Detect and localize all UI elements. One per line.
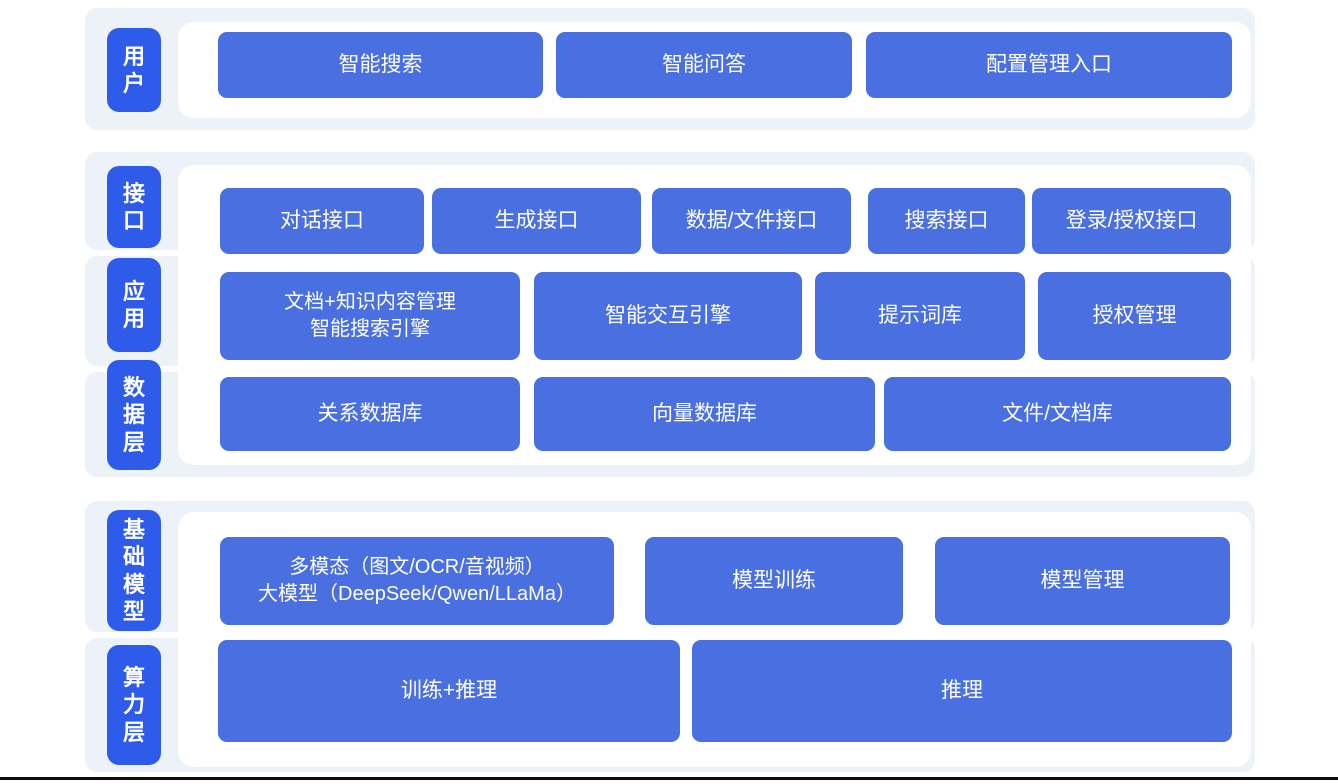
node-relational-db: 关系数据库 <box>220 377 520 451</box>
node-doc-knowledge-mgmt-line1: 文档+知识内容管理 <box>284 291 456 313</box>
node-doc-knowledge-mgmt-line2: 智能搜索引擎 <box>310 318 430 340</box>
layer-tab-user: 用户 <box>107 28 161 112</box>
node-search-api: 搜索接口 <box>868 188 1025 254</box>
layer-tab-user-label: 用户 <box>122 43 145 97</box>
node-dialog-api-label: 对话接口 <box>280 208 364 232</box>
layer-tab-interface: 接口 <box>107 166 161 248</box>
node-data-file-api: 数据/文件接口 <box>652 188 851 254</box>
node-prompt-library-label: 提示词库 <box>878 303 962 327</box>
node-model-mgmt-label: 模型管理 <box>1040 568 1125 592</box>
node-prompt-library: 提示词库 <box>815 272 1025 360</box>
node-inference-label: 推理 <box>941 678 983 702</box>
node-training-inference: 训练+推理 <box>218 640 680 742</box>
node-inference: 推理 <box>692 640 1232 742</box>
node-multimodal-llm: 多模态（图文/OCR/音视频） 大模型（DeepSeek/Qwen/LLaMa） <box>220 537 614 625</box>
layer-tab-application: 应用 <box>107 258 161 352</box>
bottom-border-line <box>0 777 1338 780</box>
node-relational-db-label: 关系数据库 <box>317 401 423 425</box>
node-auth-mgmt-label: 授权管理 <box>1092 303 1177 327</box>
node-login-auth-api-label: 登录/授权接口 <box>1065 208 1198 232</box>
node-multimodal-llm-line2: 大模型（DeepSeek/Qwen/LLaMa） <box>258 583 576 605</box>
layer-tab-foundation-model: 基础模型 <box>107 510 161 631</box>
node-smart-qa: 智能问答 <box>556 32 852 98</box>
node-doc-knowledge-mgmt: 文档+知识内容管理 智能搜索引擎 <box>220 272 520 360</box>
node-config-entry: 配置管理入口 <box>866 32 1232 98</box>
node-file-doc-db-label: 文件/文档库 <box>1002 401 1113 425</box>
node-generation-api-label: 生成接口 <box>494 208 579 232</box>
node-interaction-engine-label: 智能交互引擎 <box>605 303 731 327</box>
node-smart-qa-label: 智能问答 <box>662 52 746 76</box>
node-login-auth-api: 登录/授权接口 <box>1032 188 1231 254</box>
node-data-file-api-label: 数据/文件接口 <box>685 208 818 232</box>
node-file-doc-db: 文件/文档库 <box>884 377 1231 451</box>
node-multimodal-llm-line1: 多模态（图文/OCR/音视频） <box>289 556 545 578</box>
layer-tab-data: 数据层 <box>107 360 161 470</box>
node-config-entry-label: 配置管理入口 <box>986 52 1112 76</box>
node-smart-search-label: 智能搜索 <box>338 52 423 76</box>
layer-tab-compute: 算力层 <box>107 645 161 765</box>
layer-tab-application-label: 应用 <box>122 278 145 332</box>
node-vector-db-label: 向量数据库 <box>652 401 757 425</box>
node-vector-db: 向量数据库 <box>534 377 875 451</box>
layer-tab-foundation-model-label: 基础模型 <box>122 516 145 625</box>
node-model-training-label: 模型训练 <box>732 568 816 592</box>
layer-tab-compute-label: 算力层 <box>122 664 145 745</box>
node-smart-search: 智能搜索 <box>218 32 543 98</box>
node-search-api-label: 搜索接口 <box>904 208 989 232</box>
node-model-mgmt: 模型管理 <box>935 537 1230 625</box>
layer-tab-interface-label: 接口 <box>122 180 145 234</box>
node-dialog-api: 对话接口 <box>220 188 424 254</box>
node-generation-api: 生成接口 <box>432 188 641 254</box>
node-model-training: 模型训练 <box>645 537 903 625</box>
layer-tab-data-label: 数据层 <box>122 374 145 455</box>
node-auth-mgmt: 授权管理 <box>1038 272 1231 360</box>
node-training-inference-label: 训练+推理 <box>400 678 498 702</box>
node-interaction-engine: 智能交互引擎 <box>534 272 802 360</box>
